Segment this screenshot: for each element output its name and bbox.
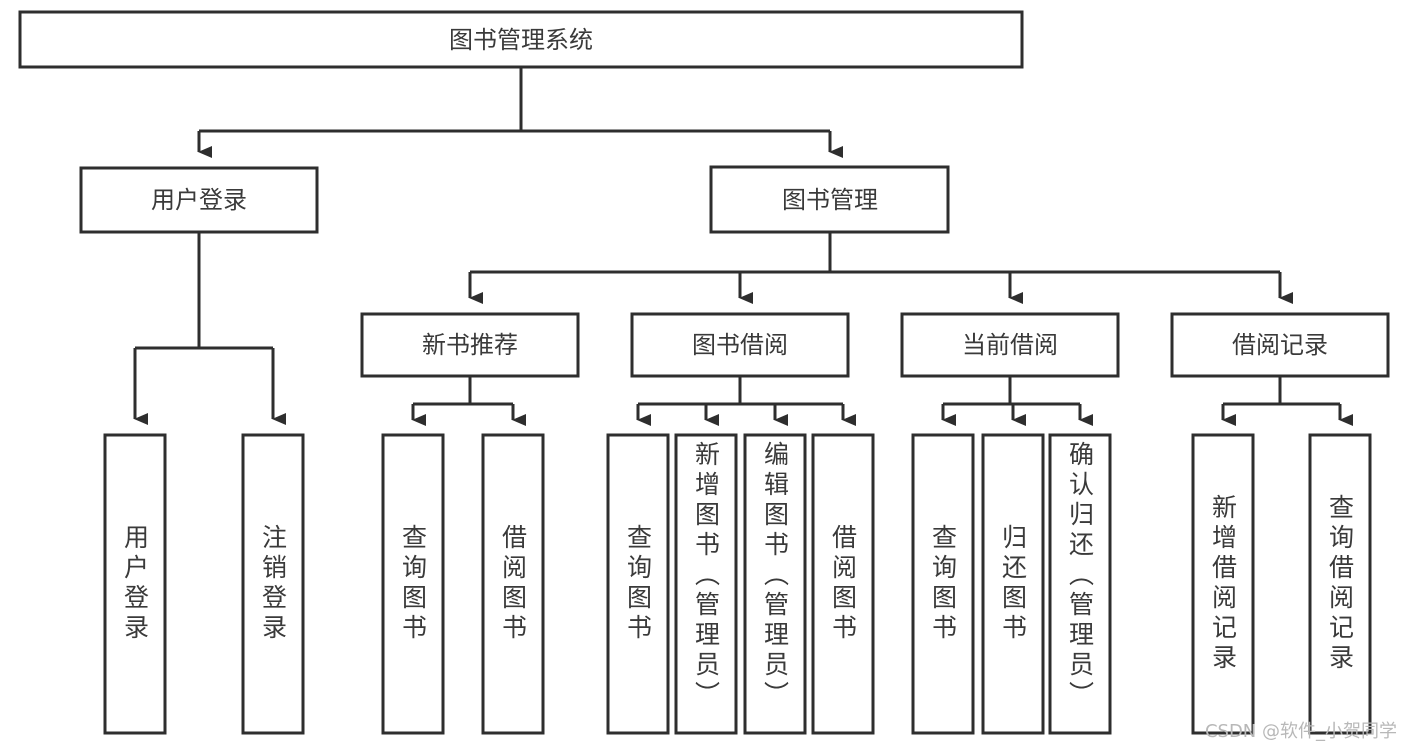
- connector-group-borrow: [636, 376, 856, 426]
- node-root-label: 图书管理系统: [449, 26, 593, 54]
- leaf-box-user-login[interactable]: [103, 433, 167, 735]
- node-user-login-box[interactable]: [79, 166, 319, 234]
- node-current-borrow-label: 当前借阅: [962, 331, 1058, 359]
- leaf-box-query-book-new[interactable]: [381, 433, 445, 735]
- node-book-borrow-label: 图书借阅: [692, 331, 788, 359]
- leaf-box-confirm-return-admin[interactable]: [1048, 433, 1112, 735]
- node-borrow-record-box[interactable]: [1170, 312, 1390, 378]
- connector-group-login: [133, 232, 286, 425]
- node-borrow-record[interactable]: 借阅记录: [1170, 312, 1390, 378]
- leaf-box-logout[interactable]: [241, 433, 305, 735]
- connector-group-current: [941, 376, 1093, 426]
- leaf-box-borrow-book-new[interactable]: [481, 433, 545, 735]
- leaf-box-edit-book-admin[interactable]: [743, 433, 807, 735]
- node-current-borrow-box[interactable]: [900, 312, 1120, 378]
- node-new-book-recommend-label: 新书推荐: [422, 331, 518, 359]
- node-book-borrow[interactable]: 图书借阅: [630, 312, 850, 378]
- connector-group-bookmgmt: [468, 232, 1293, 304]
- node-new-book-recommend[interactable]: 新书推荐: [360, 312, 580, 378]
- leaf-box-query-book-current[interactable]: [911, 433, 975, 735]
- leaf-box-add-book-admin[interactable]: [674, 433, 738, 735]
- node-user-login-label: 用户登录: [151, 186, 247, 214]
- node-new-book-recommend-box[interactable]: [360, 312, 580, 378]
- connector-group-newbook: [411, 376, 526, 426]
- node-book-borrow-box[interactable]: [630, 312, 850, 378]
- leaf-box-add-borrow-record[interactable]: [1191, 433, 1255, 735]
- leaf-box-return-book[interactable]: [981, 433, 1045, 735]
- leaf-box-borrow-book[interactable]: [811, 433, 875, 735]
- leaf-box-query-borrow-record[interactable]: [1308, 433, 1372, 735]
- node-book-management-label: 图书管理: [782, 186, 878, 214]
- connector-group-record: [1221, 376, 1353, 426]
- csdn-watermark: CSDN @软件_小贺同学: [1204, 721, 1397, 742]
- leaf-box-query-book-borrow[interactable]: [606, 433, 670, 735]
- node-borrow-record-label: 借阅记录: [1232, 331, 1328, 359]
- connector-group-root: [197, 67, 843, 158]
- node-root[interactable]: 图书管理系统: [18, 10, 1024, 69]
- node-root-box[interactable]: [18, 10, 1024, 69]
- leaf-box-group: [103, 433, 1372, 735]
- node-current-borrow[interactable]: 当前借阅: [900, 312, 1120, 378]
- node-user-login[interactable]: 用户登录: [79, 166, 319, 234]
- node-book-management[interactable]: 图书管理: [709, 165, 950, 234]
- node-book-management-box[interactable]: [709, 165, 950, 234]
